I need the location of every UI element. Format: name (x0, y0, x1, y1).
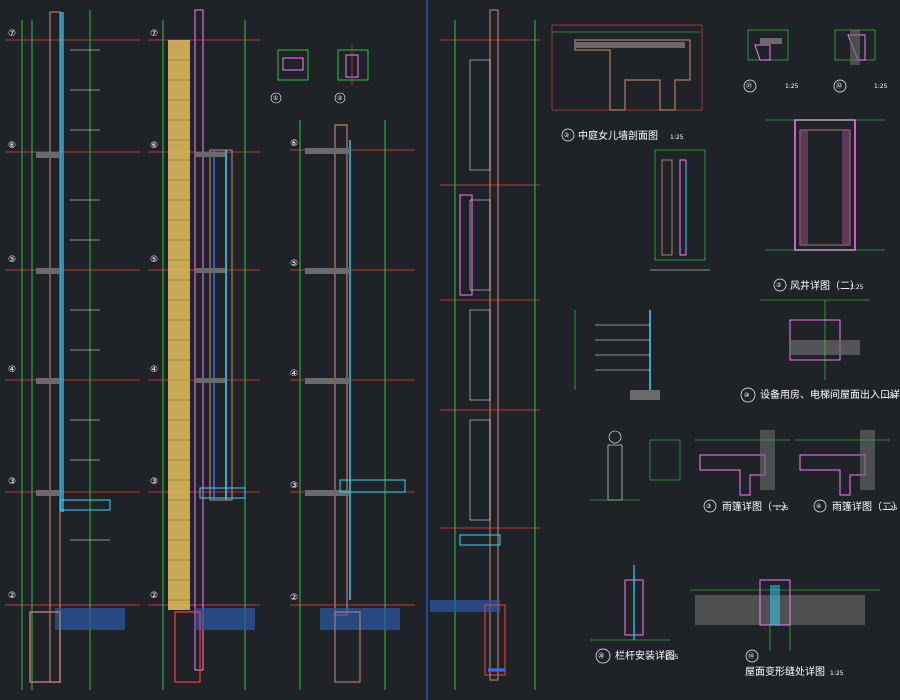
parapet-detail-number: ② (564, 132, 570, 139)
detail-column-small (590, 430, 681, 501)
detail-gutters: ㉑ 1:25 ㉒ 1:25 (743, 29, 888, 93)
railing-scale: 1:25 (665, 654, 679, 661)
axis-mark: ④ (8, 365, 16, 375)
parapet-detail-scale: 1:25 (670, 134, 684, 141)
axis-mark: ③ (290, 481, 298, 491)
detail-railing-annotations (574, 310, 660, 400)
axis-mark: ② (290, 593, 298, 603)
shaft-detail-number: ③ (776, 282, 781, 289)
canopy2-scale: 1:25 (884, 505, 898, 512)
detail-vent-small (650, 149, 710, 271)
wall-section-1: ⑦ ⑥ ⑤ ④ ③ ② (5, 10, 140, 690)
axis-mark: ② (150, 591, 158, 601)
canopy2-title: 雨篷详图（二） (832, 500, 900, 513)
wall-section-3: ⑥ ⑤ ④ ③ ② (290, 120, 415, 690)
axis-mark: ⑥ (8, 141, 16, 151)
wall-section-4 (430, 9, 540, 690)
gutter2-scale: 1:25 (874, 83, 888, 90)
floor-joint-number: ⑭ (748, 652, 754, 660)
axis-mark: ③ (8, 477, 16, 487)
axis-mark: ⑤ (8, 255, 16, 265)
canopy1-number: ③ (706, 503, 711, 510)
gutter1-scale: 1:25 (785, 83, 799, 90)
equip-detail-scale: 1:25 (883, 393, 897, 400)
canopy1-scale: 1:25 (775, 505, 789, 512)
equip-detail-title: 设备用房、电梯间屋面出入口详图 (760, 388, 900, 401)
gutter1-number: ㉑ (746, 82, 752, 90)
gutter2-number: ㉒ (836, 82, 842, 90)
detail-number: ② (337, 95, 343, 102)
canopy2-number: ④ (816, 503, 821, 510)
axis-mark: ⑤ (150, 255, 158, 265)
detail-number: ① (273, 95, 278, 102)
axis-mark: ⑤ (290, 259, 298, 269)
parapet-detail-title: 中庭女儿墙剖面图 (578, 129, 658, 142)
detail-floor-joint: ⑭ 屋面变形缝处详图 1:25 (690, 579, 880, 678)
railing-number: ⑳ (598, 652, 604, 660)
shaft-detail-scale: 1:25 (850, 284, 864, 291)
detail-canopy-2: ④ 雨篷详图（二） 1:25 (795, 430, 900, 513)
axis-mark: ③ (150, 477, 158, 487)
railing-title: 栏杆安装详图 (615, 649, 675, 662)
detail-railing-install: ⑳ 栏杆安装详图 1:25 (590, 565, 679, 664)
axis-mark: ⑥ (150, 141, 158, 151)
small-details-top: ① ② (270, 45, 369, 104)
detail-parapet: ② 中庭女儿墙剖面图 1:25 (551, 24, 703, 142)
detail-shaft: ③ 风井详图（二） 1:25 (765, 119, 885, 292)
canopy1-title: 雨篷详图（一） (722, 500, 792, 513)
axis-mark: ② (8, 591, 16, 601)
shaft-detail-title: 风井详图（二） (790, 279, 860, 292)
detail-canopy-1: ③ 雨篷详图（一） 1:25 (695, 430, 792, 513)
floor-joint-title: 屋面变形缝处详图 (745, 665, 825, 678)
detail-equipment-roof: ⑩ 设备用房、电梯间屋面出入口详图 1:25 (740, 299, 900, 403)
axis-mark: ④ (290, 369, 298, 379)
axis-mark: ④ (150, 365, 158, 375)
axis-mark: ⑥ (290, 139, 298, 149)
wall-section-2: ⑦ ⑥ ⑤ ④ ③ ② (148, 9, 260, 690)
axis-mark: ⑦ (150, 29, 158, 39)
axis-mark: ⑦ (8, 29, 16, 39)
equip-detail-number: ⑩ (744, 392, 749, 399)
floor-joint-scale: 1:25 (830, 670, 844, 677)
